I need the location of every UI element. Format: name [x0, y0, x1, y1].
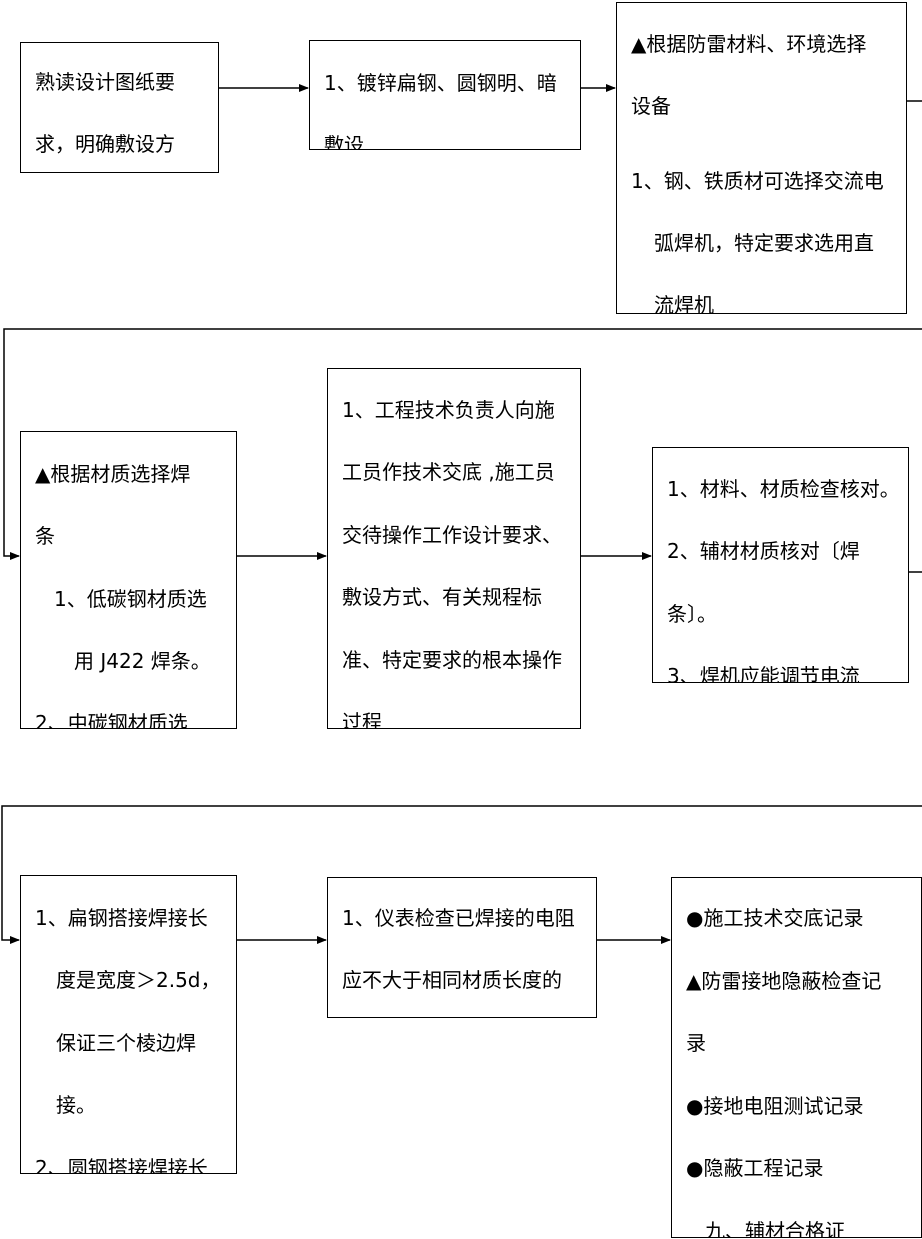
- step-records-box: ●施工技术交底记录 ▲防雷接地隐蔽检查记 录 ●接地电阻测试记录 ●隐蔽工程记录…: [671, 877, 922, 1238]
- step-text-line: 敷设方式、有关规程标: [342, 585, 542, 609]
- step-text-line: 录: [686, 1031, 706, 1055]
- step-text-line: 1、镀锌扁钢、圆钢明、暗: [324, 71, 557, 95]
- step-read-drawings-box: 熟读设计图纸要 求，明确敷设方: [20, 42, 219, 173]
- step-text-line: 2、辅材材质核对〔焊: [667, 539, 860, 563]
- step-text-line: ●施工技术交底记录: [686, 906, 864, 930]
- link-r1-r2: [3, 328, 922, 560]
- step-text-line: 1、钢、铁质材可选择交流电: [631, 169, 884, 193]
- step-text-line: 条: [35, 524, 55, 548]
- link-r2-r3: [1, 805, 922, 944]
- step-select-electrode-box: ▲根据材质选择焊 条 1、低碳钢材质选 用 J422 焊条。 2、中碳钢材质选: [20, 431, 237, 729]
- step-text-line: 弧焊机，特定要求选用直: [654, 231, 874, 255]
- step-technical-briefing-box: 1、工程技术负责人向施 工员作技术交底 ,施工员 交待操作工作设计要求、 敷设方…: [327, 368, 581, 729]
- step-text-line: 1、仪表检查已焊接的电阻: [342, 906, 575, 930]
- step-text-line: 度是宽度＞2.5d，: [56, 968, 221, 992]
- step-steel-laying-box: 1、镀锌扁钢、圆钢明、暗 敷设: [309, 40, 581, 150]
- step-text-line: 准、特定要求的根本操作: [342, 648, 562, 672]
- step-text-line: 2、圆钢搭接焊接长: [35, 1156, 208, 1174]
- step-text-line: 2、中碳钢材质选: [35, 711, 188, 729]
- step-text-line: ●隐蔽工程记录: [686, 1156, 824, 1180]
- step-welding-length-box: 1、扁钢搭接焊接长 度是宽度＞2.5d， 保证三个棱边焊 接。 2、圆钢搭接焊接…: [20, 875, 237, 1174]
- step-text-line: 3、焊机应能调节电流: [667, 664, 860, 683]
- step-text-line: 1、工程技术负责人向施: [342, 398, 555, 422]
- step-text-line: 1、材料、材质检查核对。: [667, 477, 900, 501]
- step-resistance-test-box: 1、仪表检查已焊接的电阻 应不大于相同材质长度的: [327, 877, 597, 1018]
- step-text-line: 流焊机: [654, 293, 714, 314]
- step-select-equipment-box: ▲根据防雷材料、环境选择 设备 1、钢、铁质材可选择交流电 弧焊机，特定要求选用…: [616, 2, 907, 314]
- step-text-line: 过程: [342, 710, 382, 729]
- step-text-line: 1、低碳钢材质选: [54, 587, 207, 611]
- step-text-line: 用 J422 焊条。: [74, 649, 211, 673]
- step-text-line: ▲根据防雷材料、环境选择: [631, 32, 867, 56]
- step-text-line: 熟读设计图纸要: [35, 70, 175, 94]
- step-text-line: 工员作技术交底 ,施工员: [342, 460, 555, 484]
- step-text-line: 九、辅材合格证: [705, 1219, 845, 1238]
- step-text-line: 保证三个棱边焊: [56, 1031, 196, 1055]
- step-text-line: 求，明确敷设方: [35, 132, 175, 156]
- step-text-line: 交待操作工作设计要求、: [342, 523, 562, 547]
- step-text-line: 敷设: [324, 133, 364, 150]
- step-text-line: ▲防雷接地隐蔽检查记: [686, 969, 882, 993]
- step-text-line: 条〕。: [667, 602, 717, 626]
- step-text-line: 1、扁钢搭接焊接长: [35, 906, 208, 930]
- step-text-line: 设备: [631, 94, 671, 118]
- step-material-check-box: 1、材料、材质检查核对。 2、辅材材质核对〔焊 条〕。 3、焊机应能调节电流: [652, 447, 909, 683]
- step-text-line: ▲根据材质选择焊: [35, 462, 191, 486]
- step-text-line: ●接地电阻测试记录: [686, 1094, 864, 1118]
- step-text-line: 应不大于相同材质长度的: [342, 968, 562, 992]
- step-text-line: 接。: [56, 1093, 96, 1117]
